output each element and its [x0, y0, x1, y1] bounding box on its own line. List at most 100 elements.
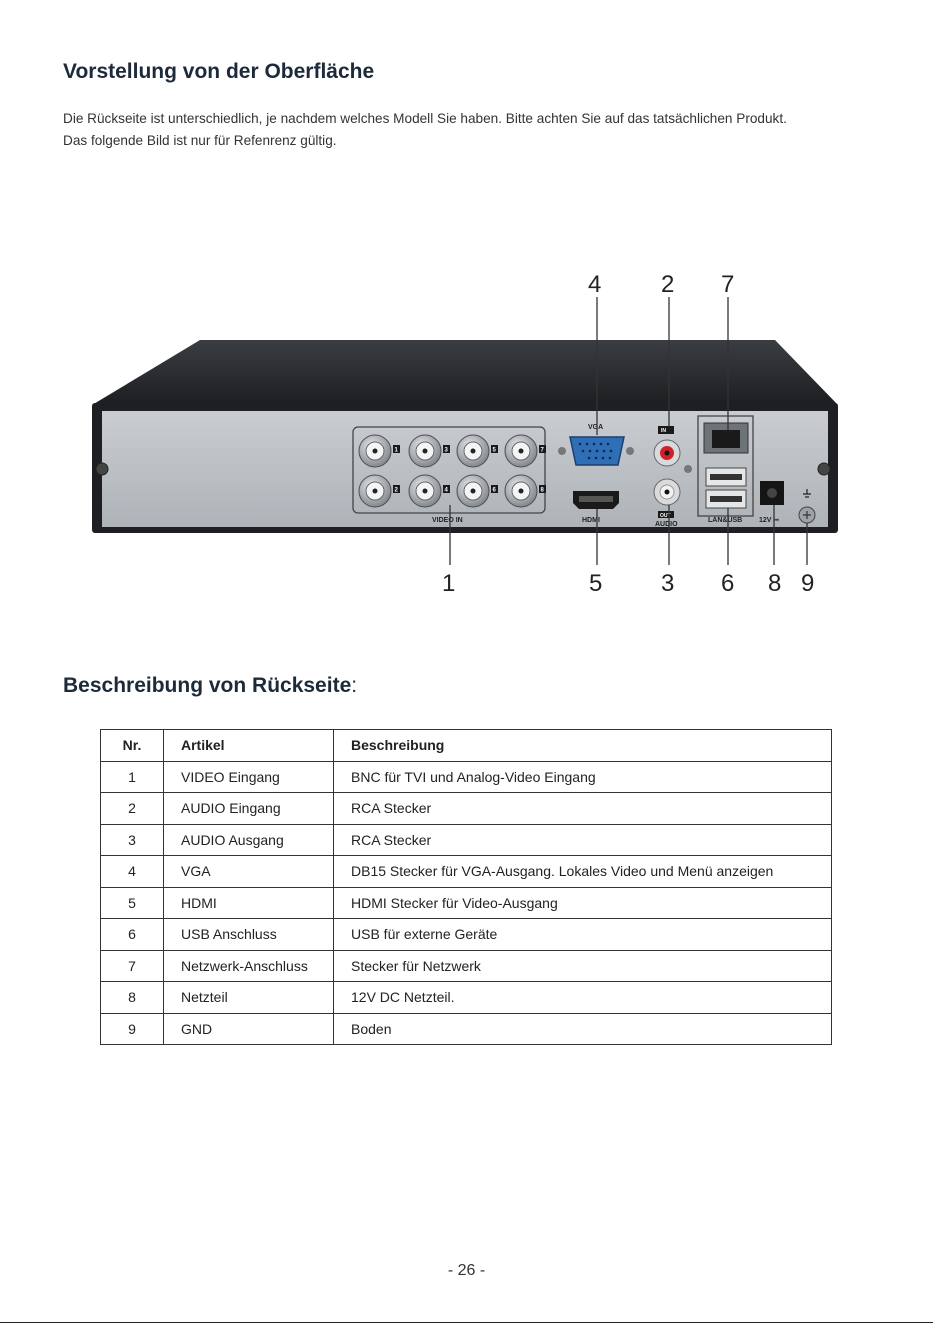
callout-6: 6 [721, 570, 734, 597]
callout-7: 7 [721, 271, 734, 298]
cell-beschreibung: DB15 Stecker für VGA-Ausgang. Lokales Vi… [333, 855, 832, 888]
cell-beschreibung: Stecker für Netzwerk [333, 949, 832, 982]
bnc-connector [456, 474, 490, 508]
channel-number-box [393, 485, 400, 493]
cell-artikel: Netzteil [163, 981, 334, 1014]
channel-number: 3 [445, 448, 449, 454]
cell-nr: 1 [100, 760, 164, 793]
cell-beschreibung: RCA Stecker [333, 792, 832, 825]
header-beschreibung: Beschreibung [333, 729, 832, 762]
cell-artikel: AUDIO Eingang [163, 792, 334, 825]
label-vga: VGA [588, 424, 603, 431]
lan-usb-block [697, 415, 754, 517]
footer-rule [0, 1322, 933, 1323]
callout-4: 4 [588, 271, 601, 298]
cell-artikel: Netzwerk-Anschluss [163, 949, 334, 982]
cell-artikel: HDMI [163, 886, 334, 919]
cell-artikel: USB Anschluss [163, 918, 334, 951]
label-lan-usb: LAN&USB [708, 517, 742, 524]
cell-nr: 6 [100, 918, 164, 951]
label-audio-out: OUT [660, 513, 671, 519]
label-hdmi: HDMI [582, 517, 600, 524]
screw-icon [558, 447, 566, 455]
header-artikel: Artikel [163, 729, 334, 762]
channel-number-box [491, 445, 498, 453]
ground-icon [803, 489, 811, 498]
section-title-text: Beschreibung von Rückseite [63, 674, 352, 697]
callout-3: 3 [661, 570, 674, 597]
intro-text: Die Rückseite ist unterschiedlich, je na… [63, 108, 883, 152]
callout-9: 9 [801, 570, 814, 597]
page-number: - 26 - [447, 1262, 486, 1279]
screw-icon [817, 462, 831, 476]
channel-number-box [393, 445, 400, 453]
cell-beschreibung: 12V DC Netzteil. [333, 981, 832, 1014]
cell-artikel: AUDIO Ausgang [163, 823, 334, 856]
case-top [92, 340, 838, 405]
bnc-connector [504, 474, 538, 508]
section-title-colon: : [351, 674, 358, 697]
intro-line-2: Das folgende Bild ist nur für Refenrenz … [63, 133, 337, 148]
channel-number: 1 [395, 448, 399, 454]
cell-nr: 7 [100, 949, 164, 982]
bnc-connector [408, 434, 442, 468]
screw-icon [684, 465, 692, 473]
label-video-in: VIDEO IN [432, 517, 463, 524]
cell-artikel: VGA [163, 855, 334, 888]
screw-icon [95, 462, 109, 476]
callout-2: 2 [661, 271, 674, 298]
channel-number-box [491, 485, 498, 493]
cell-nr: 9 [100, 1012, 164, 1045]
section-title: Beschreibung von Rückseite: [63, 674, 357, 698]
cell-beschreibung: Boden [333, 1012, 832, 1045]
channel-number: 4 [445, 488, 449, 494]
callout-1: 1 [442, 570, 455, 597]
cell-beschreibung: BNC für TVI und Analog-Video Eingang [333, 760, 832, 793]
bnc-connector [504, 434, 538, 468]
bnc-connector [358, 434, 392, 468]
channel-number: 7 [541, 448, 545, 454]
channel-number: 8 [541, 488, 545, 494]
label-audio-in: IN [661, 428, 666, 434]
video-in-block [352, 426, 546, 514]
channel-number-box [539, 445, 546, 453]
cell-beschreibung: USB für externe Geräte [333, 918, 832, 951]
bnc-connectors [358, 434, 538, 508]
bnc-connector [358, 474, 392, 508]
bnc-connector [408, 474, 442, 508]
cell-artikel: GND [163, 1012, 334, 1045]
channel-number-box [539, 485, 546, 493]
label-audio: AUDIO [655, 521, 678, 528]
cell-nr: 2 [100, 792, 164, 825]
cell-beschreibung: RCA Stecker [333, 823, 832, 856]
bnc-connector [456, 434, 490, 468]
page-title: Vorstellung von der Oberfläche [63, 60, 375, 83]
cell-nr: 3 [100, 823, 164, 856]
channel-number-box [443, 485, 450, 493]
header-nr: Nr. [100, 729, 164, 762]
label-power: 12V ⎓ [759, 517, 779, 524]
channel-number: 2 [395, 488, 399, 494]
channel-number-box [443, 445, 450, 453]
intro-line-1: Die Rückseite ist unterschiedlich, je na… [63, 111, 787, 126]
cell-nr: 8 [100, 981, 164, 1014]
cell-beschreibung: HDMI Stecker für Video-Ausgang [333, 886, 832, 919]
cell-nr: 4 [100, 855, 164, 888]
cell-artikel: VIDEO Eingang [163, 760, 334, 793]
callout-5: 5 [589, 570, 602, 597]
channel-number: 6 [493, 488, 497, 494]
cell-nr: 5 [100, 886, 164, 919]
